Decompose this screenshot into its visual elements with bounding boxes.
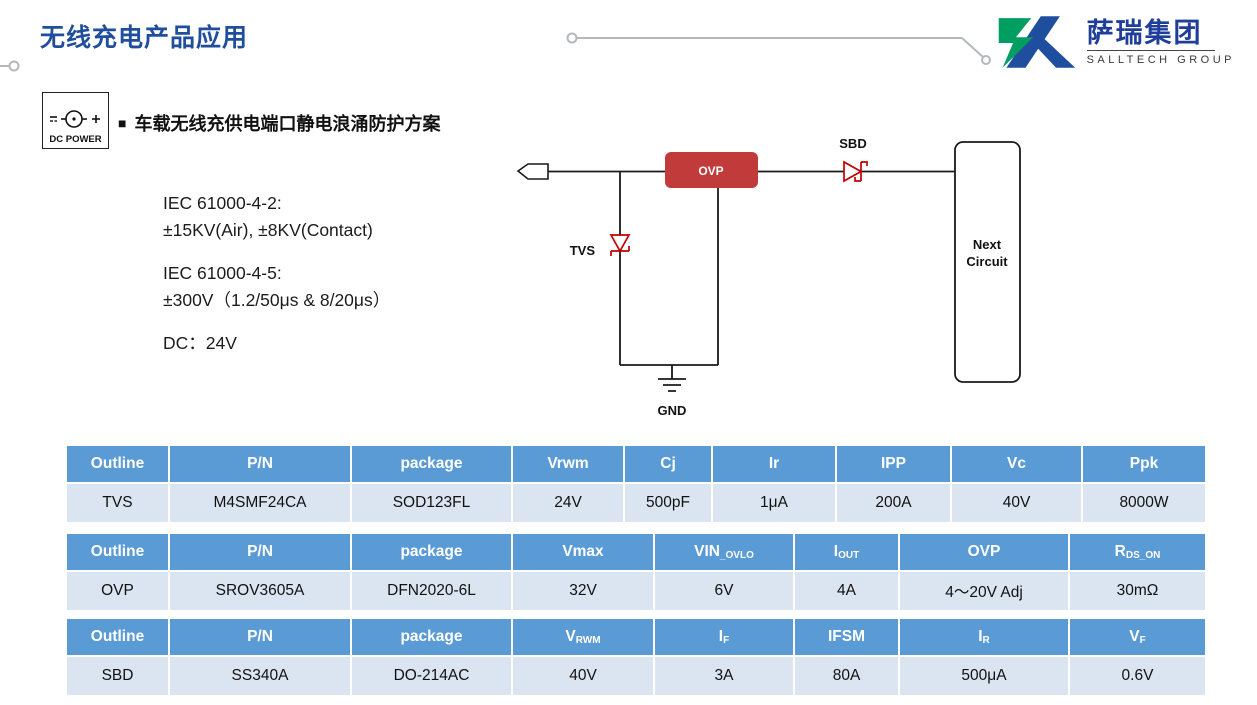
table-cell: 32V [513,572,653,610]
table-cell: SS340A [170,657,350,695]
column-header: Outline [67,619,168,655]
next-circuit-label-line2: Circuit [966,254,1008,269]
table-cell: 40V [513,657,653,695]
column-header: IPP [837,446,950,482]
column-header: Vmax [513,534,653,570]
table-cell: 0.6V [1070,657,1205,695]
column-header: Outline [67,534,168,570]
ground-icon [658,365,686,392]
column-header: Ir [713,446,835,482]
column-header: package [352,619,511,655]
column-header: VIN_OVLO [655,534,793,570]
input-terminal-icon [516,163,549,180]
iec-standard-1-value: ±15KV(Air), ±8KV(Contact) [163,220,373,240]
section-heading: ■ 车载无线充供电端口静电浪涌防护方案 [118,110,440,136]
table-cell: OVP [67,572,168,610]
square-bullet-icon: ■ [118,115,127,131]
dc-power-badge: DC POWER [42,92,109,149]
table-cell: 40V [952,484,1081,522]
column-header: P/N [170,619,350,655]
page-title: 无线充电产品应用 [40,24,249,52]
protection-circuit-diagram: OVP TVS SBD GND Next Circuit [516,136,1021,418]
table-cell: 3A [655,657,793,695]
logo-divider [1086,50,1215,51]
column-header: P/N [170,446,350,482]
column-header: Ppk [1083,446,1205,482]
company-logo: 萨瑞集团 SALLTECH GROUP [993,12,1235,72]
table-cell: SOD123FL [352,484,511,522]
table-cell: DFN2020-6L [352,572,511,610]
table-cell: TVS [67,484,168,522]
table-cell: 6V [655,572,793,610]
table-cell: 4～20V Adj [900,572,1068,610]
dc-plug-icon [49,110,100,128]
column-header: Cj [625,446,711,482]
column-header: package [352,534,511,570]
column-header: Vc [952,446,1081,482]
logo-company-name: 萨瑞集团 [1086,18,1203,48]
table-cell: 30mΩ [1070,572,1205,610]
salltech-logo-icon [998,16,1075,68]
tvs-diode-bar [610,246,630,256]
column-header: package [352,446,511,482]
table-cell: SROV3605A [170,572,350,610]
sbd-label: SBD [839,136,866,151]
logo-company-subtitle: SALLTECH GROUP [1086,54,1235,66]
table-cell: 200A [837,484,950,522]
sbd-diode-icon [843,160,863,183]
gnd-label: GND [658,403,687,418]
table-cell: M4SMF24CA [170,484,350,522]
column-header: IFSM [795,619,898,655]
tvs-diode-icon [609,234,631,253]
column-header: Vrwm [513,446,623,482]
dc-power-label: DC POWER [49,134,102,145]
next-circuit-label-line1: Next [973,237,1002,252]
table-cell: 500μA [900,657,1068,695]
table-cell: SBD [67,657,168,695]
next-circuit-block [954,141,1021,383]
ovp-block-label: OVP [698,164,723,178]
column-header: Outline [67,446,168,482]
dc-voltage-text: DC：24V [163,333,237,353]
table-cell: 80A [795,657,898,695]
table-cell: 8000W [1083,484,1205,522]
ovp-block [665,152,758,188]
tvs-label: TVS [570,243,596,258]
table-cell: 500pF [625,484,711,522]
column-header: OVP [900,534,1068,570]
table-cell: 4A [795,572,898,610]
table-cell: DO-214AC [352,657,511,695]
iec-standard-2-value: ±300V（1.2/50μs & 8/20μs） [163,290,391,310]
section-heading-text: 车载无线充供电端口静电浪涌防护方案 [134,114,441,134]
column-header: P/N [170,534,350,570]
table-cell: 1μA [713,484,835,522]
iec-standard-1: IEC 61000-4-2: [163,193,282,213]
sbd-diode-bar [854,161,868,182]
table-cell: 24V [513,484,623,522]
iec-standard-2: IEC 61000-4-5: [163,263,282,283]
spec-text-block: IEC 61000-4-2: ±15KV(Air), ±8KV(Contact)… [163,190,390,357]
